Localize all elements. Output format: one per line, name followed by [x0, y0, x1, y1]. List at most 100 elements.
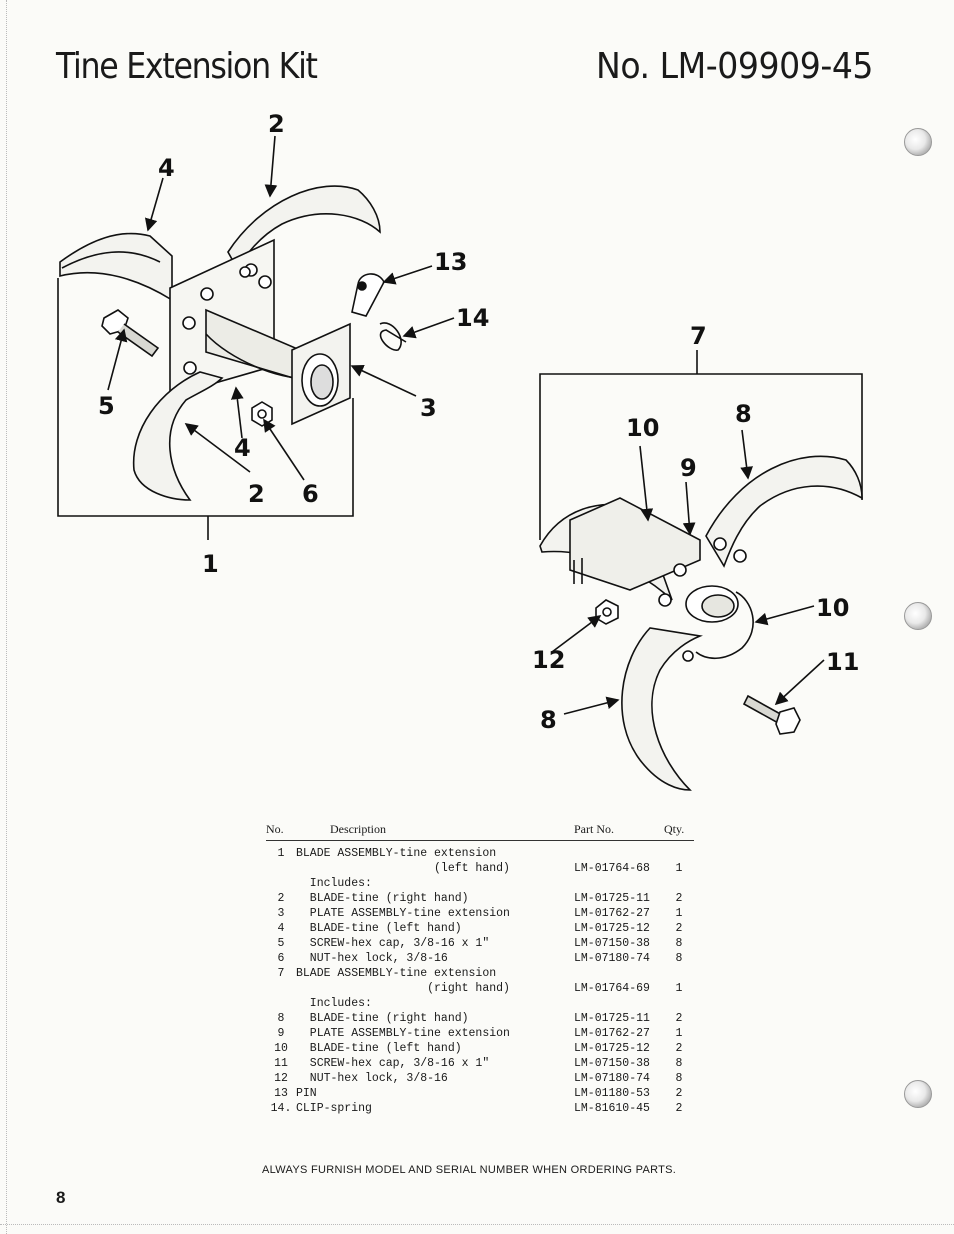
callout-10: 10 — [626, 414, 659, 442]
row-qty — [664, 847, 694, 862]
row-no: 3 — [277, 907, 285, 920]
callout-2-lower: 2 — [248, 480, 265, 508]
row-description: (right hand) — [296, 982, 510, 995]
row-part-no — [574, 847, 664, 862]
row-qty — [664, 997, 694, 1012]
callout-13: 13 — [434, 248, 467, 276]
page-title: Tine Extension Kit — [56, 46, 318, 87]
callout-8-lower: 8 — [540, 706, 557, 734]
row-part-no — [574, 967, 664, 982]
row-no: 13 — [274, 1087, 288, 1100]
row-description: BLADE ASSEMBLY-tine extension — [296, 967, 497, 980]
right-blade-tine-right-hand — [705, 455, 863, 568]
row-no — [266, 997, 296, 1012]
row-no: 5 — [277, 937, 285, 950]
left-blade-assembly — [57, 185, 407, 540]
row-part-no: LM-01725-11 — [574, 892, 650, 905]
exploded-parts-diagram: 2 4 13 14 5 3 4 2 6 1 7 10 8 9 10 11 12 … — [57, 110, 863, 791]
row-no: 14. — [270, 1102, 292, 1115]
right-hex-lock-nut — [595, 599, 619, 625]
blade-tine-left-hand — [59, 232, 173, 302]
col-no-header: No. — [266, 822, 296, 841]
row-description: Includes: — [296, 877, 372, 890]
right-blade-assembly — [539, 350, 863, 791]
row-part-no: LM-07180-74 — [574, 1072, 650, 1085]
binder-hole-icon — [904, 1080, 932, 1108]
row-part-no: LM-01180-53 — [574, 1087, 650, 1100]
page-bottom-line — [0, 1224, 954, 1225]
row-no — [266, 982, 296, 997]
row-qty — [664, 967, 694, 982]
row-qty: 2 — [675, 1042, 683, 1055]
row-part-no: LM-07150-38 — [574, 937, 650, 950]
page-edge-line — [6, 0, 7, 1234]
row-description: SCREW-hex cap, 3/8-16 x 1" — [296, 1057, 490, 1070]
row-qty: 2 — [675, 922, 683, 935]
table-row: 7 BLADE ASSEMBLY-tine extension — [266, 967, 694, 982]
row-part-no: LM-81610-45 — [574, 1102, 650, 1115]
row-description: PIN — [296, 1087, 317, 1100]
binder-hole-icon — [904, 128, 932, 156]
row-description: (left hand) — [296, 862, 510, 875]
pin — [351, 273, 385, 317]
callout-6: 6 — [302, 480, 319, 508]
row-description: PLATE ASSEMBLY-tine extension — [296, 907, 510, 920]
right-lower-blade-tine — [621, 627, 703, 791]
row-qty: 1 — [675, 982, 683, 995]
row-description: BLADE ASSEMBLY-tine extension — [296, 847, 497, 860]
col-description-header: Description — [296, 822, 574, 841]
table-row: Includes: — [266, 877, 694, 892]
callout-7: 7 — [690, 322, 707, 350]
row-description: PLATE ASSEMBLY-tine extension — [296, 1027, 510, 1040]
ordering-note: ALWAYS FURNISH MODEL AND SERIAL NUMBER W… — [262, 1164, 677, 1176]
row-description: BLADE-tine (right hand) — [296, 892, 469, 905]
row-no — [266, 862, 296, 877]
row-no: 11 — [274, 1057, 288, 1070]
row-part-no: LM-07180-74 — [574, 952, 650, 965]
right-hex-cap-screw — [742, 694, 801, 735]
row-qty: 8 — [675, 952, 683, 965]
row-description: BLADE-tine (left hand) — [296, 1042, 462, 1055]
callout-12: 12 — [532, 646, 565, 674]
row-description: Includes: — [296, 997, 372, 1010]
row-qty: 2 — [675, 892, 683, 905]
col-part-no-header: Part No. — [574, 822, 664, 841]
hex-lock-nut — [251, 401, 273, 427]
table-header-row: No. Description Part No. Qty. — [266, 822, 694, 841]
row-description: NUT-hex lock, 3/8-16 — [296, 952, 448, 965]
row-qty: 8 — [675, 1057, 683, 1070]
row-description: SCREW-hex cap, 3/8-16 x 1" — [296, 937, 490, 950]
table-row: 11 SCREW-hex cap, 3/8-16 x 1"LM-07150-38… — [266, 1057, 694, 1072]
page-number: 8 — [56, 1188, 66, 1207]
callout-11: 11 — [826, 648, 859, 676]
assembly-7-bracket — [539, 373, 863, 540]
assembly-1-bracket — [57, 278, 354, 517]
callout-14: 14 — [456, 304, 489, 332]
row-qty: 2 — [675, 1087, 683, 1100]
row-no: 7 — [277, 967, 285, 980]
row-part-no — [574, 877, 664, 892]
row-qty: 1 — [675, 1027, 683, 1040]
table-row: Includes: — [266, 997, 694, 1012]
callout-3: 3 — [420, 394, 437, 422]
row-part-no: LM-01725-11 — [574, 1012, 650, 1025]
table-row: 6 NUT-hex lock, 3/8-16 LM-07180-74 8 — [266, 952, 694, 967]
row-qty: 2 — [675, 1102, 683, 1115]
row-qty: 8 — [675, 1072, 683, 1085]
table-row: 13 PIN LM-01180-53 2 — [266, 1087, 694, 1102]
table-row: (right hand) LM-01764-69 1 — [266, 982, 694, 997]
row-part-no: LM-01764-69 — [574, 982, 650, 995]
row-part-no: LM-01725-12 — [574, 1042, 650, 1055]
row-no: 6 — [277, 952, 285, 965]
callout-8: 8 — [735, 400, 752, 428]
row-no: 4 — [277, 922, 285, 935]
